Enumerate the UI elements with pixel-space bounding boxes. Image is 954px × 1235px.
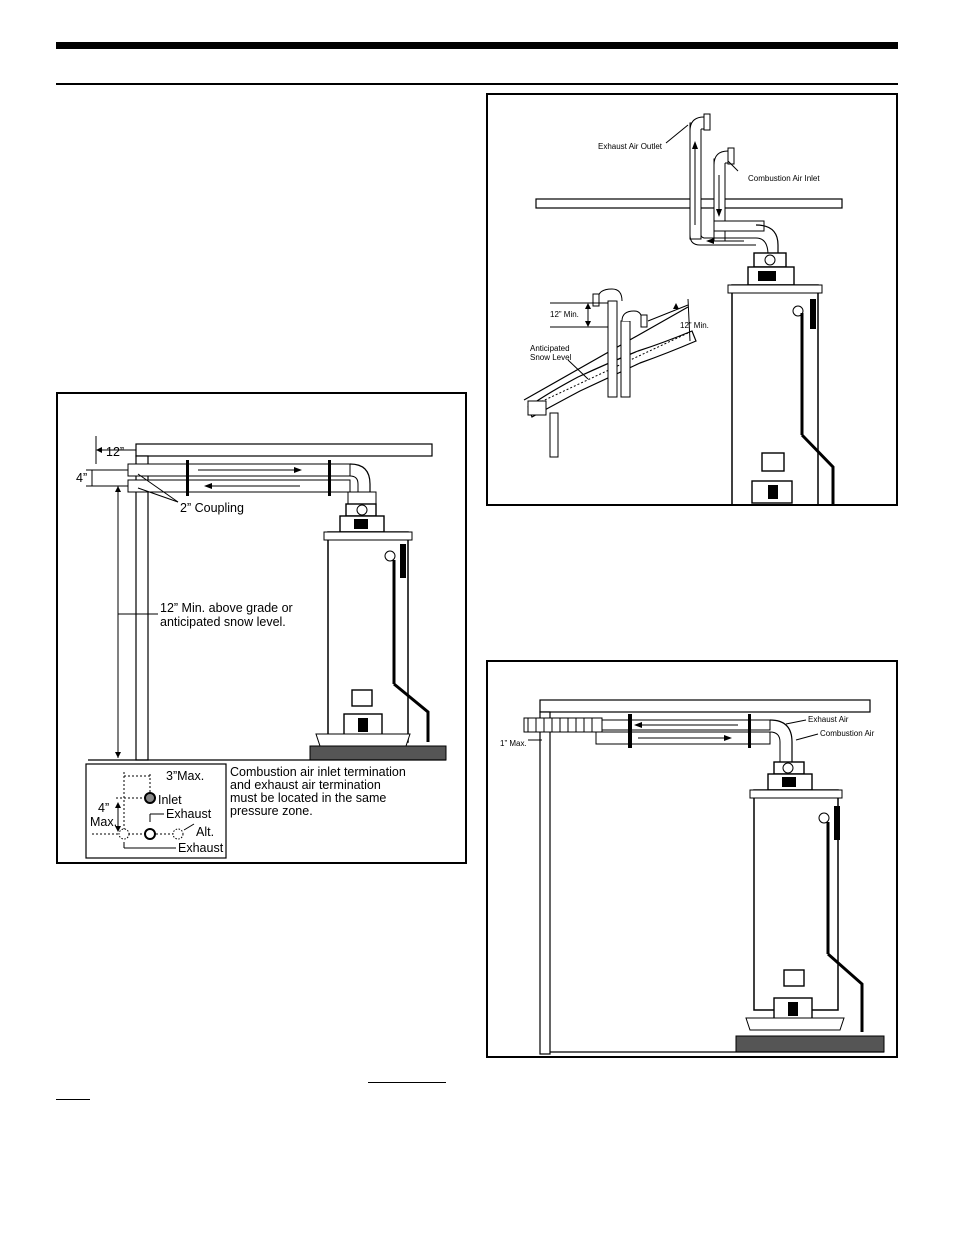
label-combustion-air: Combustion Air [820, 729, 875, 738]
figure-vertical-termination: Exhaust Air Outlet Combustion Air Inlet … [486, 93, 898, 506]
inset-label-inlet: Inlet [158, 793, 182, 807]
header-rule-thick [56, 42, 898, 49]
underline-stub-2 [56, 1099, 90, 1100]
label-snow-line2: Snow Level [530, 353, 572, 362]
dim-12: 12” [106, 445, 124, 459]
inset-label-alt-exhaust: Exhaust [178, 841, 224, 855]
label-2-coupling: 2” Coupling [180, 501, 244, 515]
concentric-termination-drawing: Exhaust Air Combustion Air 1” Max. [500, 699, 885, 1055]
label-12-min-right: 12” Min. [680, 321, 709, 330]
label-above-grade-line2: anticipated snow level. [160, 615, 286, 629]
inset-label-alt: Alt. [196, 825, 214, 839]
inset-label-exhaust: Exhaust [166, 807, 212, 821]
label-exhaust-air-outlet: Exhaust Air Outlet [598, 142, 663, 151]
underline-stub-1 [368, 1082, 446, 1083]
note-line1: Combustion air inlet termination [230, 765, 406, 779]
note-line2: and exhaust air termination [230, 778, 381, 792]
dim-4: 4” [76, 471, 87, 485]
horizontal-termination-drawing: 12” 4” 2” Coupling 12” Min. above grade … [76, 436, 447, 859]
note-line3: must be located in the same [230, 791, 386, 805]
header-rule-thin [56, 83, 898, 85]
figure-horizontal-termination: 12” 4” 2” Coupling 12” Min. above grade … [56, 392, 467, 864]
inset-dim-3-max: 3”Max. [166, 769, 204, 783]
label-above-grade-line1: 12” Min. above grade or [160, 601, 293, 615]
inset-dim-4-line1: 4” [98, 801, 109, 815]
label-combustion-air-inlet: Combustion Air Inlet [748, 174, 820, 183]
label-12-min-left: 12” Min. [550, 310, 579, 319]
vertical-termination-drawing: Exhaust Air Outlet Combustion Air Inlet … [523, 113, 843, 504]
label-snow-line1: Anticipated [530, 344, 570, 353]
figure-concentric-termination: Exhaust Air Combustion Air 1” Max. [486, 660, 898, 1058]
label-1-max: 1” Max. [500, 739, 527, 748]
label-exhaust-air: Exhaust Air [808, 715, 849, 724]
note-line4: pressure zone. [230, 804, 313, 818]
inset-dim-4-line2: Max. [90, 815, 117, 829]
